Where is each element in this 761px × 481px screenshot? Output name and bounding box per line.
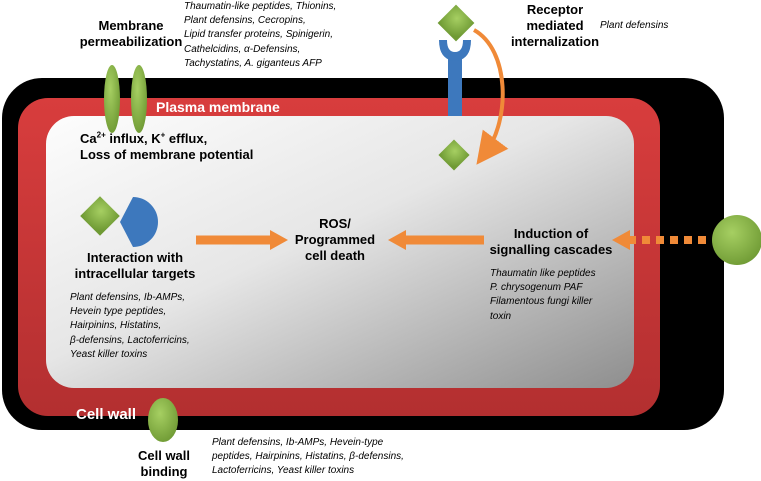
- cell-wall-binding-peptide: [148, 398, 178, 442]
- membrane-permeabilization-peptides: Thaumatin-like peptides, Thionins, Plant…: [184, 1, 337, 69]
- intracellular-target: [120, 197, 158, 247]
- cell-wall-binding-peptides: Plant defensins, Ib-AMPs, Hevein-type pe…: [212, 437, 404, 477]
- receptor-ligand-diamond: [437, 4, 475, 42]
- cytoplasm: [46, 116, 634, 388]
- receptor-cup: [439, 40, 471, 60]
- intracellular-peptide-diamond: [80, 196, 120, 236]
- intracellular-title: Interaction with intracellular targets: [74, 250, 196, 281]
- intracellular-peptides: Plant defensins, Ib-AMPs, Hevein type pe…: [70, 292, 190, 360]
- signalling-peptides: Thaumatin like peptides P. chrysogenum P…: [490, 268, 596, 322]
- internalization-arrow: [472, 28, 509, 165]
- receptor-internalization-title: Receptor mediated internalization: [510, 2, 600, 49]
- membrane-permeabilization-title: Membrane permeabilization: [79, 18, 183, 49]
- internalized-peptide-diamond: [438, 139, 470, 171]
- membrane-pore-peptide: [131, 65, 147, 133]
- cell-wall-label: Cell wall: [76, 406, 137, 423]
- signalling-title: Induction of signalling cascades: [489, 226, 613, 257]
- ros-programmed-cell-death: ROS/ Programmed cell death: [294, 216, 376, 263]
- plasma-membrane-label: Plasma membrane: [156, 99, 280, 115]
- cell-wall-binding-title: Cell wall binding: [137, 448, 191, 479]
- receptor-stalk: [448, 58, 462, 116]
- receptor-internalization-peptides: Plant defensins: [600, 20, 669, 31]
- ion-flux-text: Ca2+ influx, K+ efflux, Loss of membrane…: [80, 130, 254, 162]
- membrane-pore-peptide: [104, 65, 120, 133]
- external-peptide-circle: [712, 215, 761, 265]
